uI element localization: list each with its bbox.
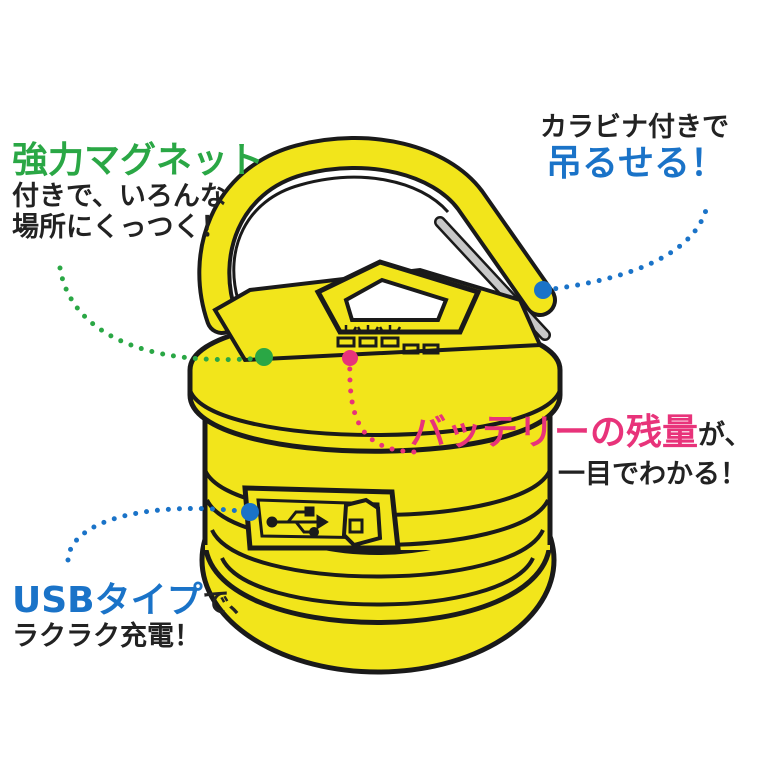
- battery-line-2: 一目でわかる！: [558, 459, 747, 491]
- magnet-line-2: 場所にくっつく！: [12, 212, 228, 244]
- usb-line-2: ラクラク充電！: [12, 621, 201, 653]
- usb-headline: USBタイプ: [12, 580, 203, 621]
- battery-indicator: [334, 325, 440, 355]
- magnet-line-1: 付きで、いろんな: [12, 181, 227, 213]
- carabiner-headline: 吊るせる！: [546, 143, 727, 185]
- battery-level-5: [422, 343, 440, 355]
- usb-suffix: で、: [202, 588, 256, 619]
- battery-callout-line: [342, 350, 418, 455]
- magnet-callout: 強力マグネット 付きで、いろんな 場所にくっつく！: [12, 140, 264, 243]
- magnet-headline: 強力マグネット: [12, 140, 265, 181]
- battery-suffix: が、: [698, 420, 752, 451]
- magnet-callout-line: [57, 265, 273, 366]
- battery-light-rays-icon: [334, 325, 402, 335]
- battery-callout: バッテリーの残量が、 一目でわかる！: [410, 412, 751, 490]
- battery-level-2: [358, 336, 378, 348]
- usb-callout-line: [65, 503, 259, 563]
- carabiner-handle: [197, 136, 557, 335]
- usb-port-cover: [242, 485, 401, 551]
- hanging-loop: [314, 259, 482, 335]
- carabiner-callout: カラビナ付きで 吊るせる！: [540, 112, 729, 184]
- carabiner-line-1: カラビナ付きで: [540, 112, 729, 143]
- usb-icon: [266, 506, 329, 537]
- battery-level-4: [402, 343, 420, 355]
- battery-headline: バッテリーの残量: [410, 412, 699, 453]
- battery-level-3: [380, 336, 400, 348]
- battery-level-1: [336, 336, 356, 348]
- carabiner-callout-line: [534, 207, 709, 299]
- usb-callout: USBタイプで、 ラクラク充電！: [12, 580, 256, 652]
